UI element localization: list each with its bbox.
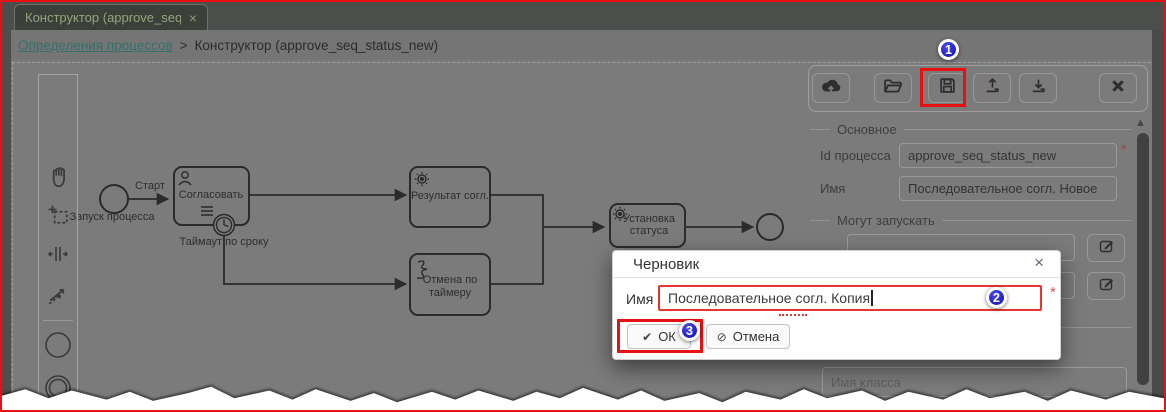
modal-name-input[interactable]: Последовательное согл. Копия: [658, 285, 1042, 311]
edit-pencil-icon: [1099, 276, 1114, 296]
task-cancel-label-2: таймеру: [429, 287, 472, 299]
modal-name-value: Последовательное согл. Копия: [668, 290, 871, 306]
breadcrumb-separator: >: [179, 37, 188, 53]
annotation-badge-1: 1: [938, 39, 959, 60]
save-button[interactable]: [928, 73, 966, 103]
process-id-input[interactable]: [899, 143, 1117, 168]
bpmn-palette: [38, 74, 78, 404]
edit-pencil-icon: [1099, 238, 1114, 258]
open-button[interactable]: [874, 73, 912, 103]
deploy-button[interactable]: [812, 73, 850, 103]
modal-title: Черновик: [633, 256, 700, 273]
edit-launch-groups-button[interactable]: [1087, 272, 1125, 300]
process-id-label: Id процесса: [820, 148, 891, 163]
hand-tool-icon[interactable]: [39, 165, 77, 189]
modal-name-label: Имя: [626, 291, 654, 307]
service-task-gear-icon-2: [613, 207, 627, 221]
space-tool-icon[interactable]: [39, 243, 77, 265]
text-caret: [871, 290, 873, 306]
flow-start-label: Старт: [135, 180, 165, 192]
task-cancel-node[interactable]: Отмена по таймеру: [409, 253, 491, 316]
section-launch-legend: Могут запускать: [830, 213, 942, 228]
task-status-node[interactable]: Установка статуса: [609, 203, 686, 248]
properties-toolbar: [808, 65, 1148, 112]
tab-title: Конструктор (approve_seq_...: [25, 10, 181, 25]
task-approve-node[interactable]: Согласовать: [173, 166, 250, 226]
task-status-label-2: статуса: [630, 225, 669, 237]
annotation-box-ok: [617, 319, 703, 353]
tab-constructor[interactable]: Конструктор (approve_seq_... ×: [14, 4, 208, 30]
task-result-label: Результат согл.: [411, 190, 489, 202]
end-event-node[interactable]: [756, 213, 784, 241]
flow-timer-cancel[interactable]: [223, 236, 408, 291]
bpmn-diagram: Запуск процесса Старт Согласовать Таймау…: [69, 166, 784, 316]
annotation-badge-2: 2: [986, 287, 1007, 308]
task-cancel-label-1: Отмена по: [423, 274, 478, 286]
ok-button-label: ОК: [658, 329, 676, 344]
check-icon: ✔: [642, 329, 653, 344]
breadcrumb-link-process-definitions[interactable]: Определения процессов: [18, 37, 173, 53]
download-icon: [1030, 77, 1047, 99]
breadcrumb-current: Конструктор (approve_seq_status_new): [194, 37, 439, 53]
flow-join-status[interactable]: [490, 194, 604, 285]
start-event-label: Запуск процесса: [69, 211, 155, 223]
modal-header: Черновик ×: [613, 251, 1060, 278]
section-main-legend: Основное: [830, 122, 904, 137]
folder-open-icon: [884, 78, 902, 99]
start-event-icon[interactable]: [39, 331, 77, 359]
service-task-gear-icon: [415, 172, 429, 186]
user-task-icon: [178, 171, 192, 186]
tab-close-icon[interactable]: ×: [188, 9, 197, 26]
name-input[interactable]: [899, 176, 1117, 201]
breadcrumb: Определения процессов > Конструктор (app…: [2, 30, 1164, 60]
torn-edge: [2, 384, 1164, 410]
script-task-icon: [416, 260, 428, 279]
upload-button[interactable]: [973, 73, 1011, 103]
download-button[interactable]: [1019, 73, 1057, 103]
cancel-slash-icon: ⊘: [716, 329, 727, 344]
modal-close-icon[interactable]: ×: [1034, 253, 1044, 272]
left-edge-strip: [2, 30, 11, 410]
process-id-required: *: [1121, 141, 1127, 157]
section-launch-line: [810, 220, 1132, 221]
annotation-box-save: [920, 68, 966, 107]
task-result-node[interactable]: Результат согл.: [409, 166, 491, 228]
validation-artifact: [779, 314, 807, 316]
name-label: Имя: [820, 181, 846, 196]
cancel-button-label: Отмена: [732, 329, 780, 344]
scrollbar-thumb[interactable]: [1137, 133, 1149, 385]
right-edge-strip[interactable]: [1152, 30, 1164, 410]
close-panel-button[interactable]: [1099, 73, 1137, 103]
cancel-button[interactable]: ⊘ Отмена: [706, 324, 790, 349]
close-x-icon: [1111, 79, 1125, 98]
timer-clock-icon: [223, 219, 229, 228]
modal-required-mark: *: [1050, 284, 1056, 301]
lasso-tool-icon[interactable]: [39, 204, 77, 226]
task-approve-label: Согласовать: [179, 189, 244, 201]
scrollbar-up-icon[interactable]: ▲: [1135, 117, 1146, 129]
cloud-upload-icon: [821, 78, 841, 99]
palette-separator: [43, 320, 73, 321]
section-main-line: [810, 129, 1132, 130]
upload-icon: [984, 77, 1001, 99]
global-connect-tool-icon[interactable]: [39, 283, 77, 305]
edit-launch-users-button[interactable]: [1087, 234, 1125, 262]
sequential-marker-icon: [201, 206, 213, 216]
save-floppy-icon: [939, 77, 956, 99]
draft-modal: Черновик × Имя Последовательное согл. Ко…: [612, 250, 1061, 360]
tab-bar: Конструктор (approve_seq_... ×: [2, 2, 1164, 30]
annotation-badge-3: 3: [679, 320, 700, 341]
boundary-timer-event[interactable]: [212, 213, 236, 237]
task-status-label-1: Установка: [623, 213, 676, 225]
